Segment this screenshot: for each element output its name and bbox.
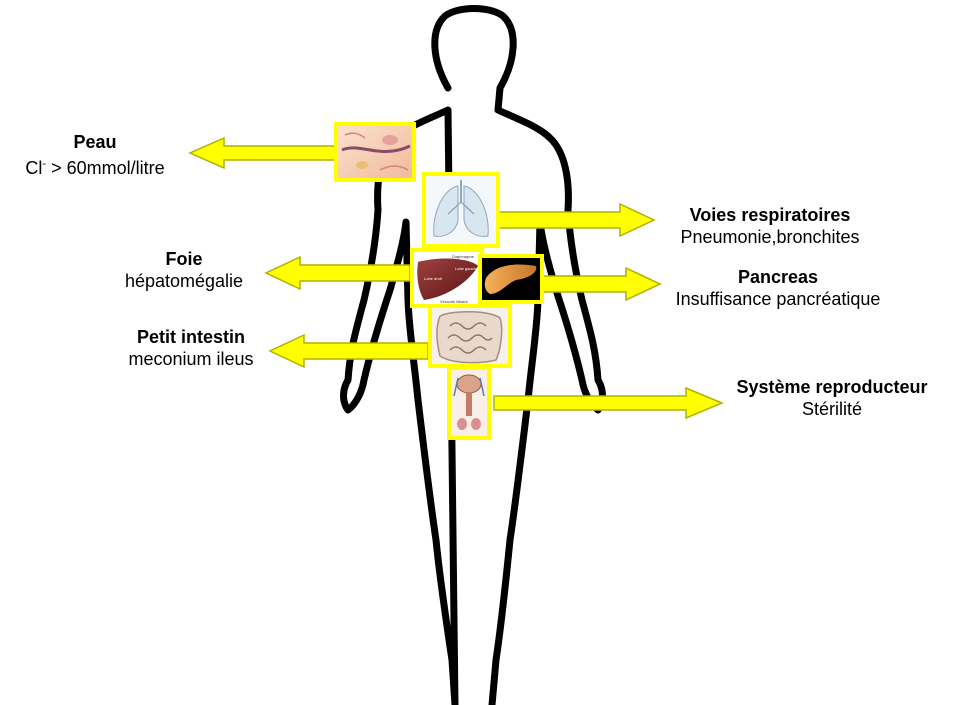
label-voies-respiratoires: Voies respiratoires Pneumonie,bronchites	[650, 204, 890, 248]
lungs-icon	[424, 174, 498, 246]
label-repro-sub: Stérilité	[712, 398, 952, 420]
label-pancreas-title: Pancreas	[650, 266, 906, 288]
label-peau-sub: Cl- > 60mmol/litre	[5, 153, 185, 179]
arrow-voies-respiratoires	[498, 204, 654, 236]
skin-icon	[336, 124, 414, 180]
pancreas-icon	[480, 256, 542, 302]
reproductive-system-icon	[449, 368, 489, 438]
label-pancreas: Pancreas Insuffisance pancréatique	[650, 266, 906, 310]
label-peau: Peau Cl- > 60mmol/litre	[5, 131, 185, 179]
label-repro-title: Système reproducteur	[712, 376, 952, 398]
label-peau-title: Peau	[5, 131, 185, 153]
label-voies-title: Voies respiratoires	[650, 204, 890, 226]
label-petit-intestin: Petit intestin meconium ileus	[106, 326, 276, 370]
intestine-icon	[430, 306, 510, 366]
label-intestin-sub: meconium ileus	[106, 348, 276, 370]
label-voies-sub: Pneumonie,bronchites	[650, 226, 890, 248]
label-systeme-reproducteur: Système reproducteur Stérilité	[712, 376, 952, 420]
label-foie: Foie hépatomégalie	[104, 248, 264, 292]
label-intestin-title: Petit intestin	[106, 326, 276, 348]
liver-label-lobe-droit: Lobe droit	[424, 276, 443, 281]
arrow-peau	[190, 138, 336, 168]
label-pancreas-sub: Insuffisance pancréatique	[650, 288, 906, 310]
label-foie-sub: hépatomégalie	[104, 270, 264, 292]
liver-label-diaphragme: Diaphragme	[452, 254, 475, 259]
liver-label-lobe-gauche: Lobe gauche	[455, 266, 479, 271]
liver-label-vesicule: Vésicule biliaire	[440, 299, 469, 304]
liver-icon: Diaphragme Lobe droit Lobe gauche Vésicu…	[412, 250, 482, 306]
label-foie-title: Foie	[104, 248, 264, 270]
